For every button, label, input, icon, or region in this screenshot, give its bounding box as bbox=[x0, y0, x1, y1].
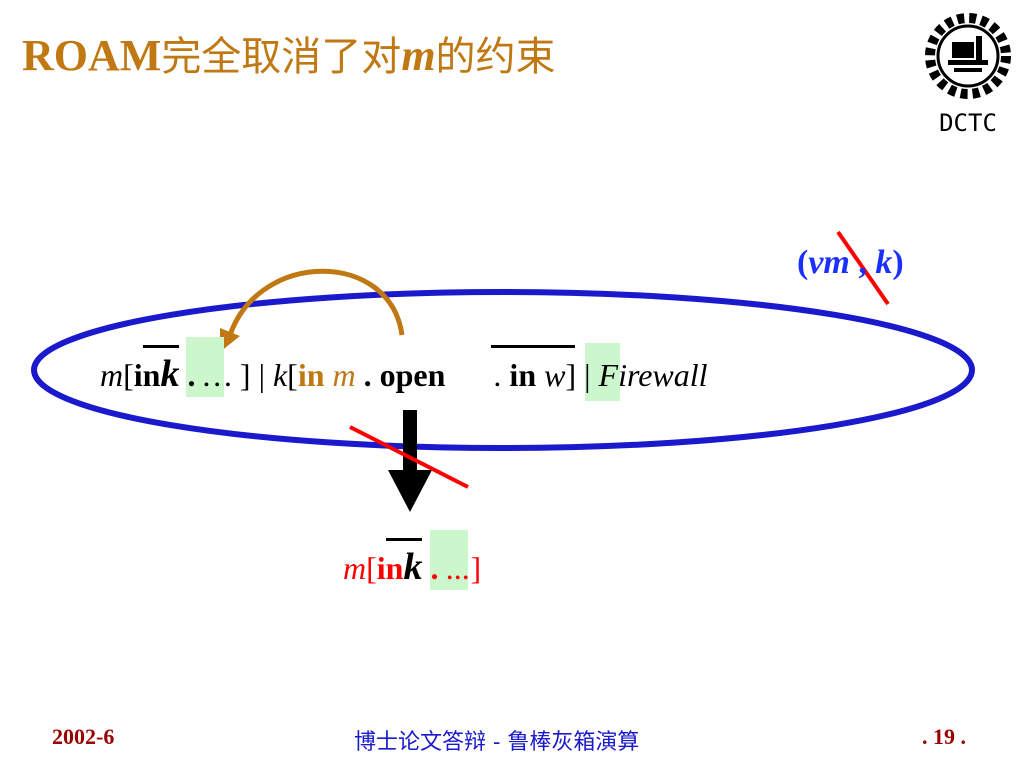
highlight-k1 bbox=[186, 337, 224, 397]
overline-in1 bbox=[143, 345, 179, 348]
overline-open bbox=[491, 345, 575, 348]
footer-title: 博士论文答辩 - 鲁棒灰箱演算 bbox=[354, 730, 640, 755]
highlight-k-result bbox=[430, 530, 468, 590]
title-var: m bbox=[401, 31, 436, 80]
overline-in-result bbox=[386, 538, 422, 541]
highlight-hole bbox=[585, 343, 620, 401]
title-cn-2: 的约束 bbox=[435, 34, 556, 80]
dctc-logo-icon: DCTC bbox=[925, 13, 1011, 137]
process-ellipse bbox=[31, 289, 975, 451]
strike-line-nu bbox=[836, 230, 890, 306]
title-cn-1: 完全取消了对 bbox=[161, 34, 402, 80]
process-expression: m[ink . … ] | k[in m . open . in w] | Fi… bbox=[100, 353, 708, 395]
arc-arrowhead bbox=[220, 328, 240, 352]
restriction-label: (νm , k) bbox=[797, 244, 904, 281]
nu-symbol: ν bbox=[808, 244, 824, 281]
footer-page-number: . 19 . bbox=[922, 724, 966, 749]
reduction-arrowhead bbox=[388, 470, 432, 512]
strike-line-arrow bbox=[349, 425, 469, 489]
result-expression: m[ink . ...] bbox=[343, 546, 482, 588]
slide-title: ROAM完全取消了对m的约束 bbox=[22, 24, 556, 82]
migration-arc bbox=[227, 268, 405, 336]
title-prefix: ROAM bbox=[22, 31, 162, 80]
footer-date: 2002-6 bbox=[52, 724, 115, 749]
logo-text: DCTC bbox=[939, 109, 997, 137]
